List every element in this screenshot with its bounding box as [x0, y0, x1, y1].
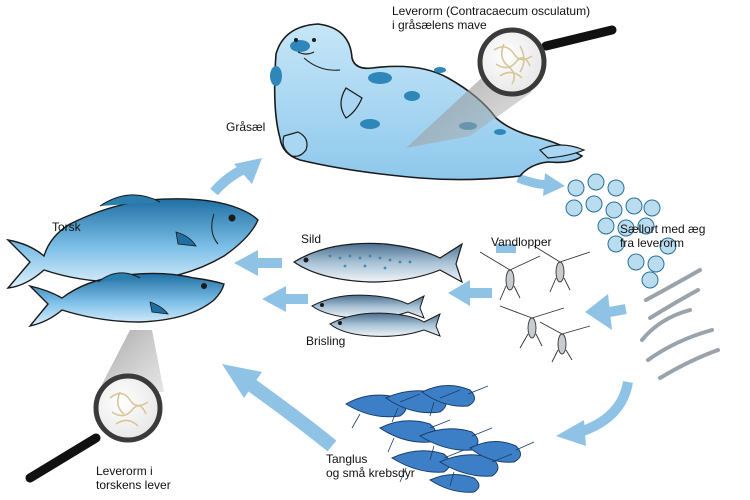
copepods	[479, 245, 591, 363]
crustaceans	[345, 385, 535, 493]
arrow-sprat-to-cod	[262, 286, 308, 312]
label-eggs: Sællort med æg fra leverorm	[620, 222, 705, 250]
worm-larvae	[640, 268, 720, 380]
parasite-eggs	[565, 173, 677, 289]
label-crustaceans-line1: Tanglus	[326, 452, 368, 466]
worm-icon	[493, 43, 533, 85]
label-copepods: Vandlopper	[491, 235, 552, 249]
label-grey-seal: Gråsæl	[226, 120, 266, 134]
arrow-cod-to-seal	[210, 158, 262, 196]
cod-lower	[27, 272, 225, 328]
magnifier-cod-worm	[25, 330, 164, 483]
sprat-upper	[311, 294, 425, 319]
label-eggs-line1: Sællort med æg	[620, 222, 706, 236]
magnifier-seal-worm	[406, 25, 617, 148]
label-crustaceans-line2: og små krebsdyr	[326, 466, 415, 480]
arrow-copepods-to-sprat	[448, 280, 492, 306]
label-seal-liverworm: Leverorm (Contracaecum osculatum) i grås…	[392, 4, 590, 32]
label-eggs-line2: fra leverorm	[620, 236, 685, 250]
arrow-copepods-to-herring	[496, 244, 516, 253]
arrow-eggs-to-worms	[585, 294, 627, 330]
arrow-seal-to-eggs	[516, 173, 565, 196]
arrow-crustaceans-to-cod	[222, 364, 337, 452]
label-cod-liverworm: Leverorm i torskens lever	[96, 464, 171, 492]
label-crustaceans: Tanglus og små krebsdyr	[326, 452, 415, 480]
worm-icon	[109, 391, 149, 427]
label-seal-liverworm-line1: Leverorm (Contracaecum osculatum)	[392, 4, 591, 18]
label-cod-liverworm-line2: torskens lever	[96, 478, 171, 492]
herring	[292, 242, 464, 284]
sprat-lower	[329, 312, 441, 337]
cod-upper	[5, 194, 259, 290]
arrow-herring-to-cod	[234, 250, 282, 276]
label-seal-liverworm-line2: i gråsælens mave	[392, 18, 487, 32]
label-cod-liverworm-line1: Leverorm i	[96, 464, 153, 478]
label-sprat: Brisling	[306, 334, 346, 348]
label-cod: Torsk	[52, 220, 81, 234]
label-herring: Sild	[301, 232, 322, 246]
arrow-worms-to-crustaceans	[556, 380, 633, 446]
